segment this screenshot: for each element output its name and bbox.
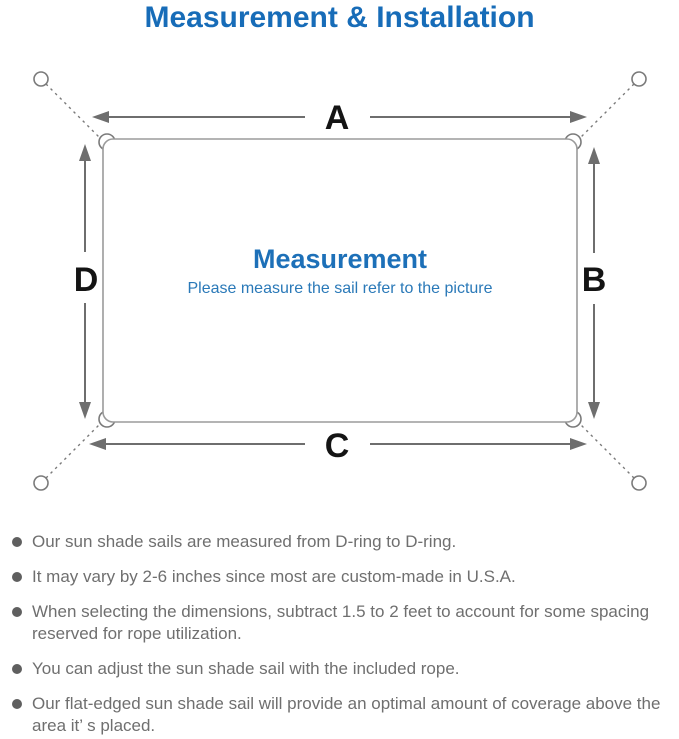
note-text: Our flat-edged sun shade sail will provi…	[32, 694, 661, 735]
dim-b-arrowhead-bottom-icon	[588, 402, 600, 419]
dim-d-arrowhead-top-icon	[79, 144, 91, 161]
dim-d-arrowhead-bottom-icon	[79, 402, 91, 419]
note-text: Our sun shade sails are measured from D-…	[32, 532, 457, 551]
list-item: Our sun shade sails are measured from D-…	[12, 531, 672, 553]
dim-a-arrowhead-left-icon	[92, 111, 109, 123]
anchor-rope-top-right	[579, 83, 635, 139]
dim-c-arrowhead-left-icon	[89, 438, 106, 450]
anchor-ring-top-left-icon	[33, 71, 49, 87]
list-item: Our flat-edged sun shade sail will provi…	[12, 693, 672, 737]
bullet-icon	[12, 607, 22, 617]
anchor-ring-bottom-left-icon	[33, 475, 49, 491]
anchor-rings	[33, 71, 647, 491]
sail-caption-subheading: Please measure the sail refer to the pic…	[187, 280, 493, 297]
sail-caption-heading: Measurement	[252, 244, 428, 274]
dim-a-arrowhead-right-icon	[570, 111, 587, 123]
dim-label-c: C	[325, 427, 350, 465]
page-title: Measurement & Installation	[144, 1, 535, 34]
list-item: When selecting the dimensions, subtract …	[12, 601, 672, 645]
notes-list: Our sun shade sails are measured from D-…	[12, 531, 672, 739]
bullet-icon	[12, 572, 22, 582]
dimension-arrows	[79, 111, 600, 450]
bullet-icon	[12, 699, 22, 709]
note-text: You can adjust the sun shade sail with t…	[32, 659, 460, 678]
dim-b-arrowhead-top-icon	[588, 147, 600, 164]
anchor-ring-bottom-right-icon	[631, 475, 647, 491]
anchor-rope-top-left	[45, 83, 101, 139]
note-text: It may vary by 2-6 inches since most are…	[32, 567, 516, 586]
dim-label-b: B	[582, 261, 607, 299]
sail-outline	[102, 138, 578, 423]
sail-center-caption: Measurement Please measure the sail refe…	[140, 245, 540, 298]
list-item: You can adjust the sun shade sail with t…	[12, 658, 672, 680]
dim-c-arrowhead-right-icon	[570, 438, 587, 450]
anchor-ring-top-right-icon	[631, 71, 647, 87]
dim-label-a: A	[325, 99, 350, 137]
dim-label-d: D	[74, 261, 99, 299]
bullet-icon	[12, 664, 22, 674]
anchor-rope-bottom-right	[579, 423, 635, 479]
anchor-rope-bottom-left	[45, 423, 101, 479]
bullet-icon	[12, 537, 22, 547]
list-item: It may vary by 2-6 inches since most are…	[12, 566, 672, 588]
note-text: When selecting the dimensions, subtract …	[32, 602, 650, 643]
